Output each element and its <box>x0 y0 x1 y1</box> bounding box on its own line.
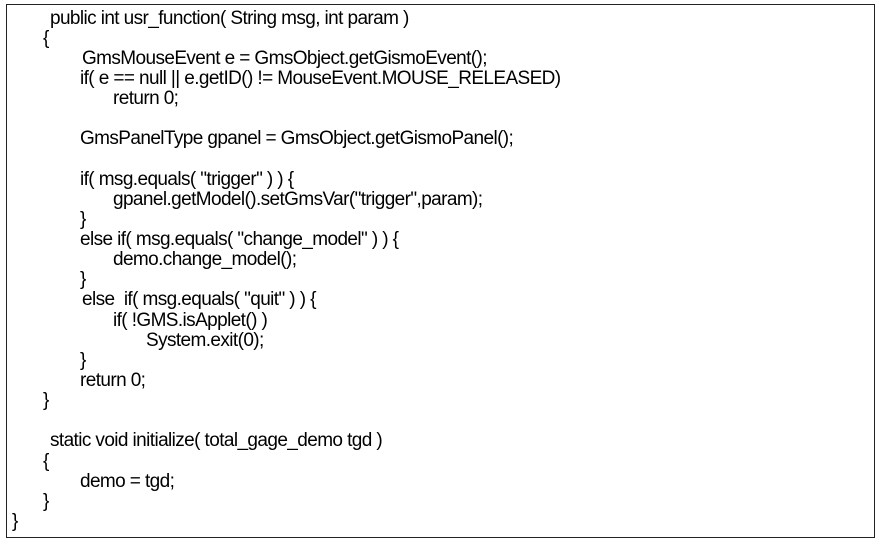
code-line-close-brace-class: } <box>12 511 18 532</box>
code-line-assign-demo: demo = tgd; <box>80 471 175 492</box>
code-line-close-brace: } <box>80 209 86 230</box>
code-listing-frame <box>6 4 875 538</box>
code-line-open-brace: { <box>43 451 49 472</box>
code-line-return-zero: return 0; <box>113 88 179 109</box>
code-line-else-quit: else if( msg.equals( "quit" ) ) { <box>82 289 316 310</box>
code-line-close-brace: } <box>80 269 86 290</box>
code-line-close-brace: } <box>80 350 86 371</box>
code-line-if-released: if( e == null || e.getID() != MouseEvent… <box>80 68 561 89</box>
code-line-close-brace-initialize: } <box>43 491 49 512</box>
code-line-if-trigger: if( msg.equals( "trigger" ) ) { <box>80 169 294 190</box>
code-line-method-signature: public int usr_function( String msg, int… <box>50 8 409 29</box>
code-line-system-exit: System.exit(0); <box>146 330 264 351</box>
code-line-return-zero-final: return 0; <box>80 370 146 391</box>
code-line-set-gms-var: gpanel.getModel().setGmsVar("trigger",pa… <box>113 189 483 210</box>
code-line-open-brace: { <box>43 28 49 49</box>
code-line-else-change-model: else if( msg.equals( "change_model" ) ) … <box>80 229 399 250</box>
code-line-change-model-call: demo.change_model(); <box>113 249 297 270</box>
code-line-panel-type: GmsPanelType gpanel = GmsObject.getGismo… <box>80 128 514 149</box>
code-line-if-not-applet: if( !GMS.isApplet() ) <box>113 310 268 331</box>
code-line-initialize-signature: static void initialize( total_gage_demo … <box>50 430 383 451</box>
code-line-close-brace-method: } <box>43 390 49 411</box>
code-line-mouse-event: GmsMouseEvent e = GmsObject.getGismoEven… <box>82 48 488 69</box>
